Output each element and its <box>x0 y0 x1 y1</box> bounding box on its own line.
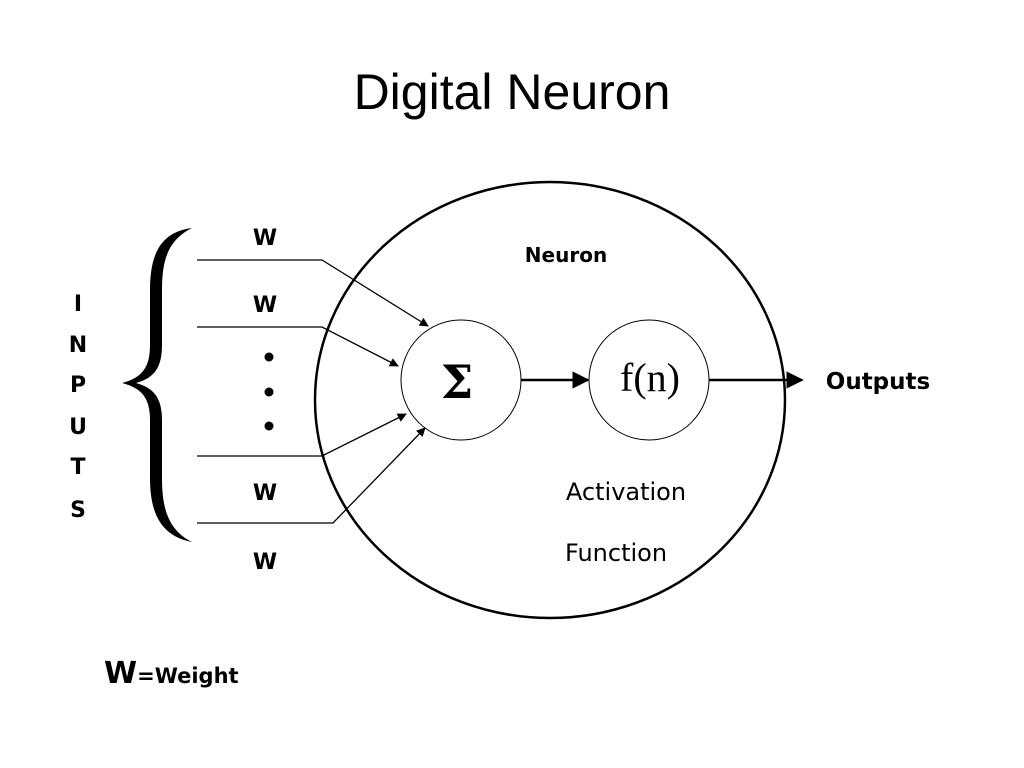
weight-label: W <box>253 550 277 575</box>
input-line-1 <box>197 259 429 327</box>
legend-text: =Weight <box>137 664 239 688</box>
outputs-label: Outputs <box>826 369 930 395</box>
weight-label: W <box>253 226 277 251</box>
input-line-4 <box>197 427 426 524</box>
input-line-2 <box>197 326 399 367</box>
legend-symbol: W <box>104 656 138 691</box>
activation-label-line2: Function <box>565 539 667 567</box>
page-title: Digital Neuron <box>353 64 671 120</box>
neuron-label: Neuron <box>525 243 607 267</box>
activation-symbol: f(n) <box>620 355 680 400</box>
weight-label: W <box>253 481 277 506</box>
inputs-letter: S <box>70 498 86 523</box>
sum-symbol: Σ <box>441 355 474 409</box>
input-line-3 <box>197 413 407 457</box>
inputs-letter: I <box>74 292 82 317</box>
inputs-letter: T <box>70 455 85 480</box>
weight-label: W <box>253 293 277 318</box>
neuron-boundary <box>313 180 787 620</box>
inputs-letter: P <box>70 373 86 398</box>
inputs-letter: U <box>69 415 87 440</box>
weight-legend: W=Weight <box>104 656 239 691</box>
ellipsis-dot <box>264 352 274 362</box>
ellipsis-dot <box>264 387 274 397</box>
inputs-letter: N <box>69 333 87 358</box>
ellipsis-dot <box>264 421 274 431</box>
activation-label-line1: Activation <box>566 478 686 506</box>
inputs-brace <box>122 228 192 542</box>
